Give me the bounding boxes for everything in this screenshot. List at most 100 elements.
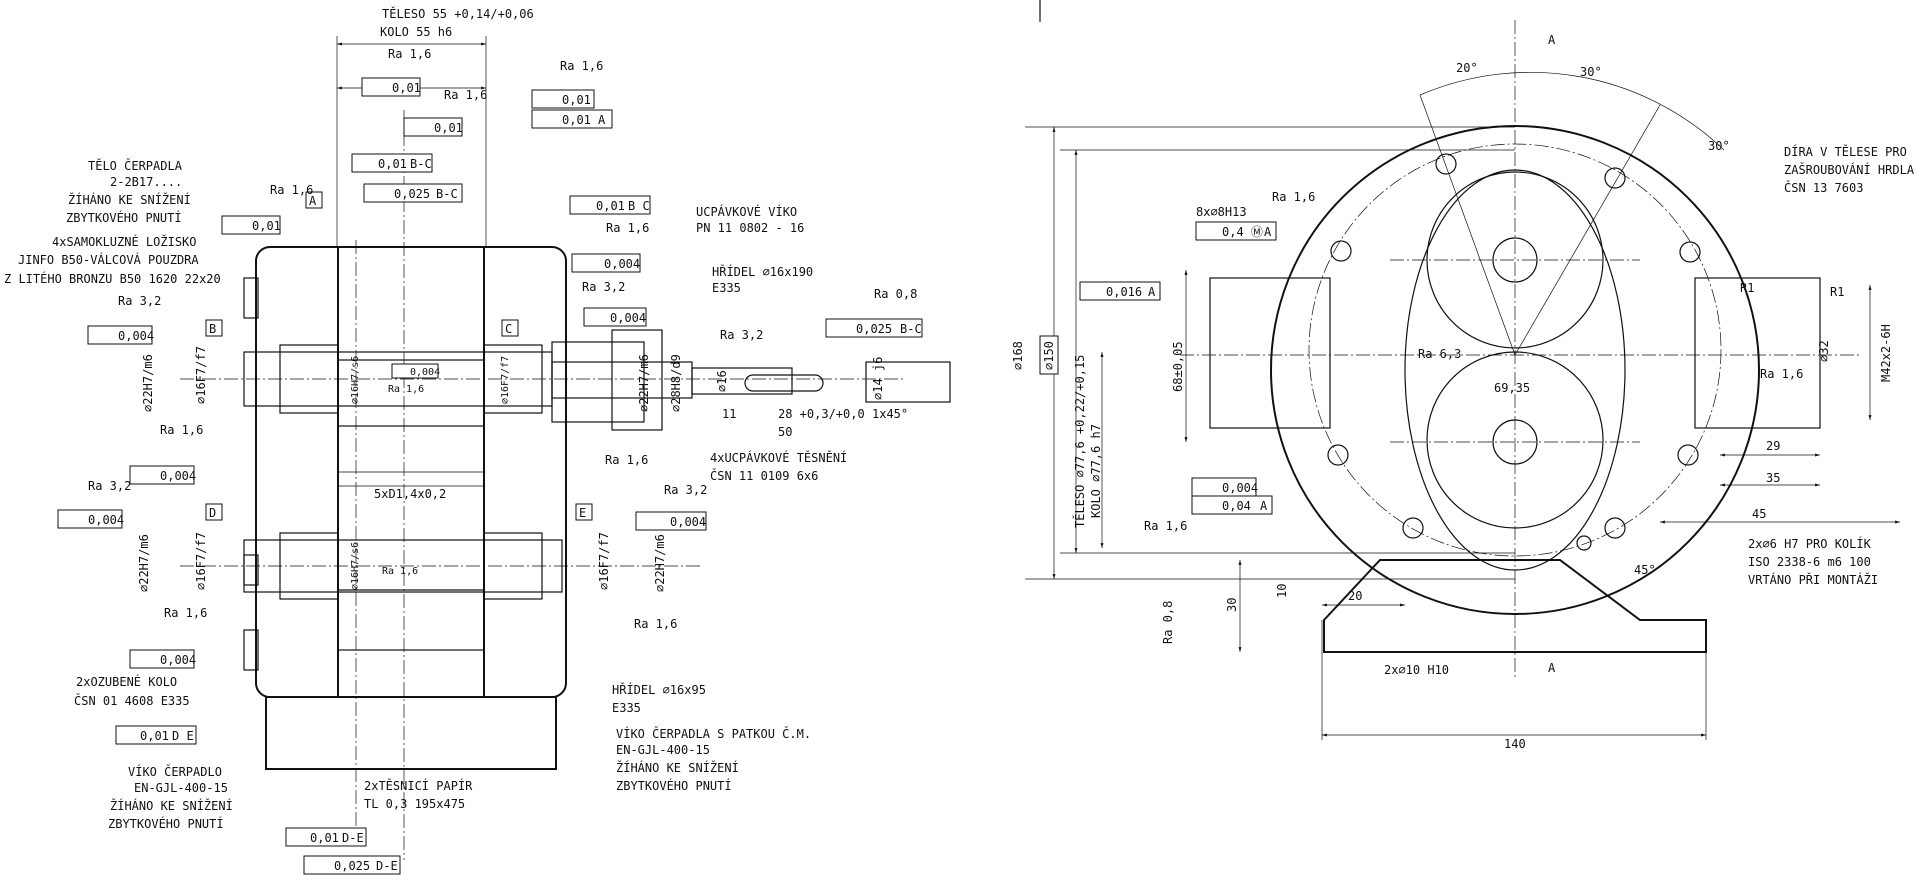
port-note-l1: DÍRA V TĚLESE PRO <box>1784 144 1907 159</box>
cover-right-l4: ZBYTKOVÉHO PNUTÍ <box>616 778 732 793</box>
dim-2x10: 2x⌀10 H10 <box>1384 663 1449 677</box>
dim-20: 20 <box>1348 589 1362 603</box>
base-foot <box>1323 559 1707 653</box>
tol-14: 0,004 <box>160 469 196 483</box>
shaft-l1: HŘÍDEL ⌀16x190 <box>712 264 813 279</box>
ra-r1: Ra 6,3 <box>1418 347 1461 361</box>
ra-1: Ra 1,6 <box>388 47 431 61</box>
ra-3: Ra 1,6 <box>444 88 487 102</box>
dim-6935: 69,35 <box>1494 381 1530 395</box>
vdim-12: ⌀16F7/f7 <box>597 532 611 590</box>
bearing-l2: JINFO B50-VÁLCOVÁ POUZDRA <box>18 252 199 267</box>
ra-15: Ra 1,6 <box>382 566 418 577</box>
tol-7-ref: B-C <box>436 187 458 201</box>
datum-e: E <box>579 506 586 520</box>
tol-5-ref: A <box>598 113 606 127</box>
shaft2-l1: HŘÍDEL ⌀16x95 <box>612 682 706 697</box>
ra-14: Ra 1,6 <box>388 384 424 395</box>
ra-12: Ra 3,2 <box>88 479 131 493</box>
ra-r4: Ra 1,6 <box>1144 519 1187 533</box>
cover-left-l4: ZBYTKOVÉHO PNUTÍ <box>108 816 224 831</box>
hole-tol-val: 0,4 Ⓜ <box>1222 225 1263 239</box>
bottom-tol-2-ref: A <box>1260 499 1268 513</box>
dim-10: 10 <box>1275 584 1289 598</box>
upper-gear <box>1426 171 1604 349</box>
hdim-50: 50 <box>778 425 792 439</box>
angle-30a: 30° <box>1580 65 1602 79</box>
dim-29: 29 <box>1766 439 1780 453</box>
ra-16: Ra 1,6 <box>634 617 677 631</box>
tol-20-ref: D-E <box>376 859 398 873</box>
keyway <box>744 374 824 392</box>
dim-45: 45 <box>1752 507 1766 521</box>
bearing-l3: Z LITÉHO BRONZU B50 1620 22x20 <box>4 271 221 286</box>
gear-l1: 2xOZUBENÉ KOLO <box>76 674 177 689</box>
datum-d: D <box>209 506 216 520</box>
shaft-l2: E335 <box>712 281 741 295</box>
tol-12-ref: B-C <box>900 322 922 336</box>
ra-r3: Ra 1,6 <box>1760 367 1803 381</box>
cover-right-l2: EN-GJL-400-15 <box>616 743 710 757</box>
dim-r1a: R1 <box>1740 281 1754 295</box>
tol-17: 0,004 <box>160 653 196 667</box>
tol-1: 0,01 <box>392 81 421 95</box>
ra-6: Ra 1,6 <box>606 221 649 235</box>
packing-l1: 4xUCPÁVKOVÉ TĚSNĚNÍ <box>710 450 847 465</box>
pump-body-l4: ZBYTKOVÉHO PNUTÍ <box>66 210 182 225</box>
vdim-7: ⌀16 <box>715 370 729 392</box>
ra-r2: Ra 1,6 <box>1272 190 1315 204</box>
right-front-view <box>1025 0 1900 740</box>
tol-11: 0,004 <box>118 329 154 343</box>
vdim-8: ⌀14 j6 <box>871 357 885 400</box>
dim-kolo: KOLO ⌀77,6 h7 <box>1089 424 1103 518</box>
dim-35: 35 <box>1766 471 1780 485</box>
dim-r1b: R1 <box>1830 285 1844 299</box>
tol-7-val: 0,025 <box>394 187 430 201</box>
section-a-top: A <box>1548 33 1556 47</box>
tol-9: 0,004 <box>604 257 640 271</box>
upper-shaft-tip <box>691 367 793 395</box>
tol-5-val: 0,01 <box>562 113 591 127</box>
cover-left-l1: VÍKO ČERPADLO <box>128 764 222 779</box>
vdim-1: ⌀22H7/m6 <box>141 354 155 412</box>
vdim-9: ⌀22H7/m6 <box>137 534 151 592</box>
pump-body-l1: TĚLO ČERPADLA <box>88 158 183 173</box>
tol-10: 0,004 <box>610 311 646 325</box>
ra-10: Ra 1,6 <box>164 606 207 620</box>
outlet-port <box>1694 277 1821 429</box>
tol-2: 0,01 <box>434 121 463 135</box>
tol-18-val: 0,01 <box>140 729 169 743</box>
ra-2: Ra 1,6 <box>560 59 603 73</box>
section-a-bot: A <box>1548 661 1556 675</box>
vdim-4: ⌀16F7/f7 <box>500 356 511 404</box>
vdim-10: ⌀16F7/f7 <box>194 532 208 590</box>
upper-shaft-end <box>865 361 951 403</box>
dim-32: ⌀32 <box>1817 340 1831 362</box>
dim-168: ⌀168 <box>1011 341 1025 370</box>
cover-left-l3: ŽÍHÁNO KE SNÍŽENÍ <box>110 798 233 813</box>
bottom-tol-1: 0,004 <box>1222 481 1258 495</box>
hdim-28: 28 +0,3/+0,0 <box>778 407 865 421</box>
ra-11: Ra 1,6 <box>605 453 648 467</box>
pin-note-l1: 2x⌀6 H7 PRO KOLÍK <box>1748 536 1872 551</box>
bolt-holes <box>1327 153 1701 551</box>
tol-12-val: 0,025 <box>856 322 892 336</box>
angle-20: 20° <box>1456 61 1478 75</box>
packing-l2: ČSN 11 0109 6x6 <box>710 468 818 483</box>
vdim-6: ⌀28H8/d9 <box>669 354 683 412</box>
tol-20-val: 0,025 <box>334 859 370 873</box>
perp-tol-val: 0,016 <box>1106 285 1142 299</box>
vdim-13: ⌀22H7/m6 <box>653 534 667 592</box>
tol-15: 0,004 <box>88 513 124 527</box>
port-note-l2: ZAŠROUBOVÁNÍ HRDLA <box>1784 162 1915 177</box>
perp-tol-ref: A <box>1148 285 1156 299</box>
cover-right-l3: ŽÍHÁNO KE SNÍŽENÍ <box>616 760 739 775</box>
inlet-port <box>1209 277 1331 429</box>
dim-68: 68±0,05 <box>1171 341 1185 392</box>
datum-a: A <box>309 194 317 208</box>
tol-13: 0,004 <box>410 367 440 378</box>
ra-9: Ra 3,2 <box>720 328 763 342</box>
upper-shaft-hole <box>1492 237 1538 283</box>
ra-8: Ra 3,2 <box>582 280 625 294</box>
